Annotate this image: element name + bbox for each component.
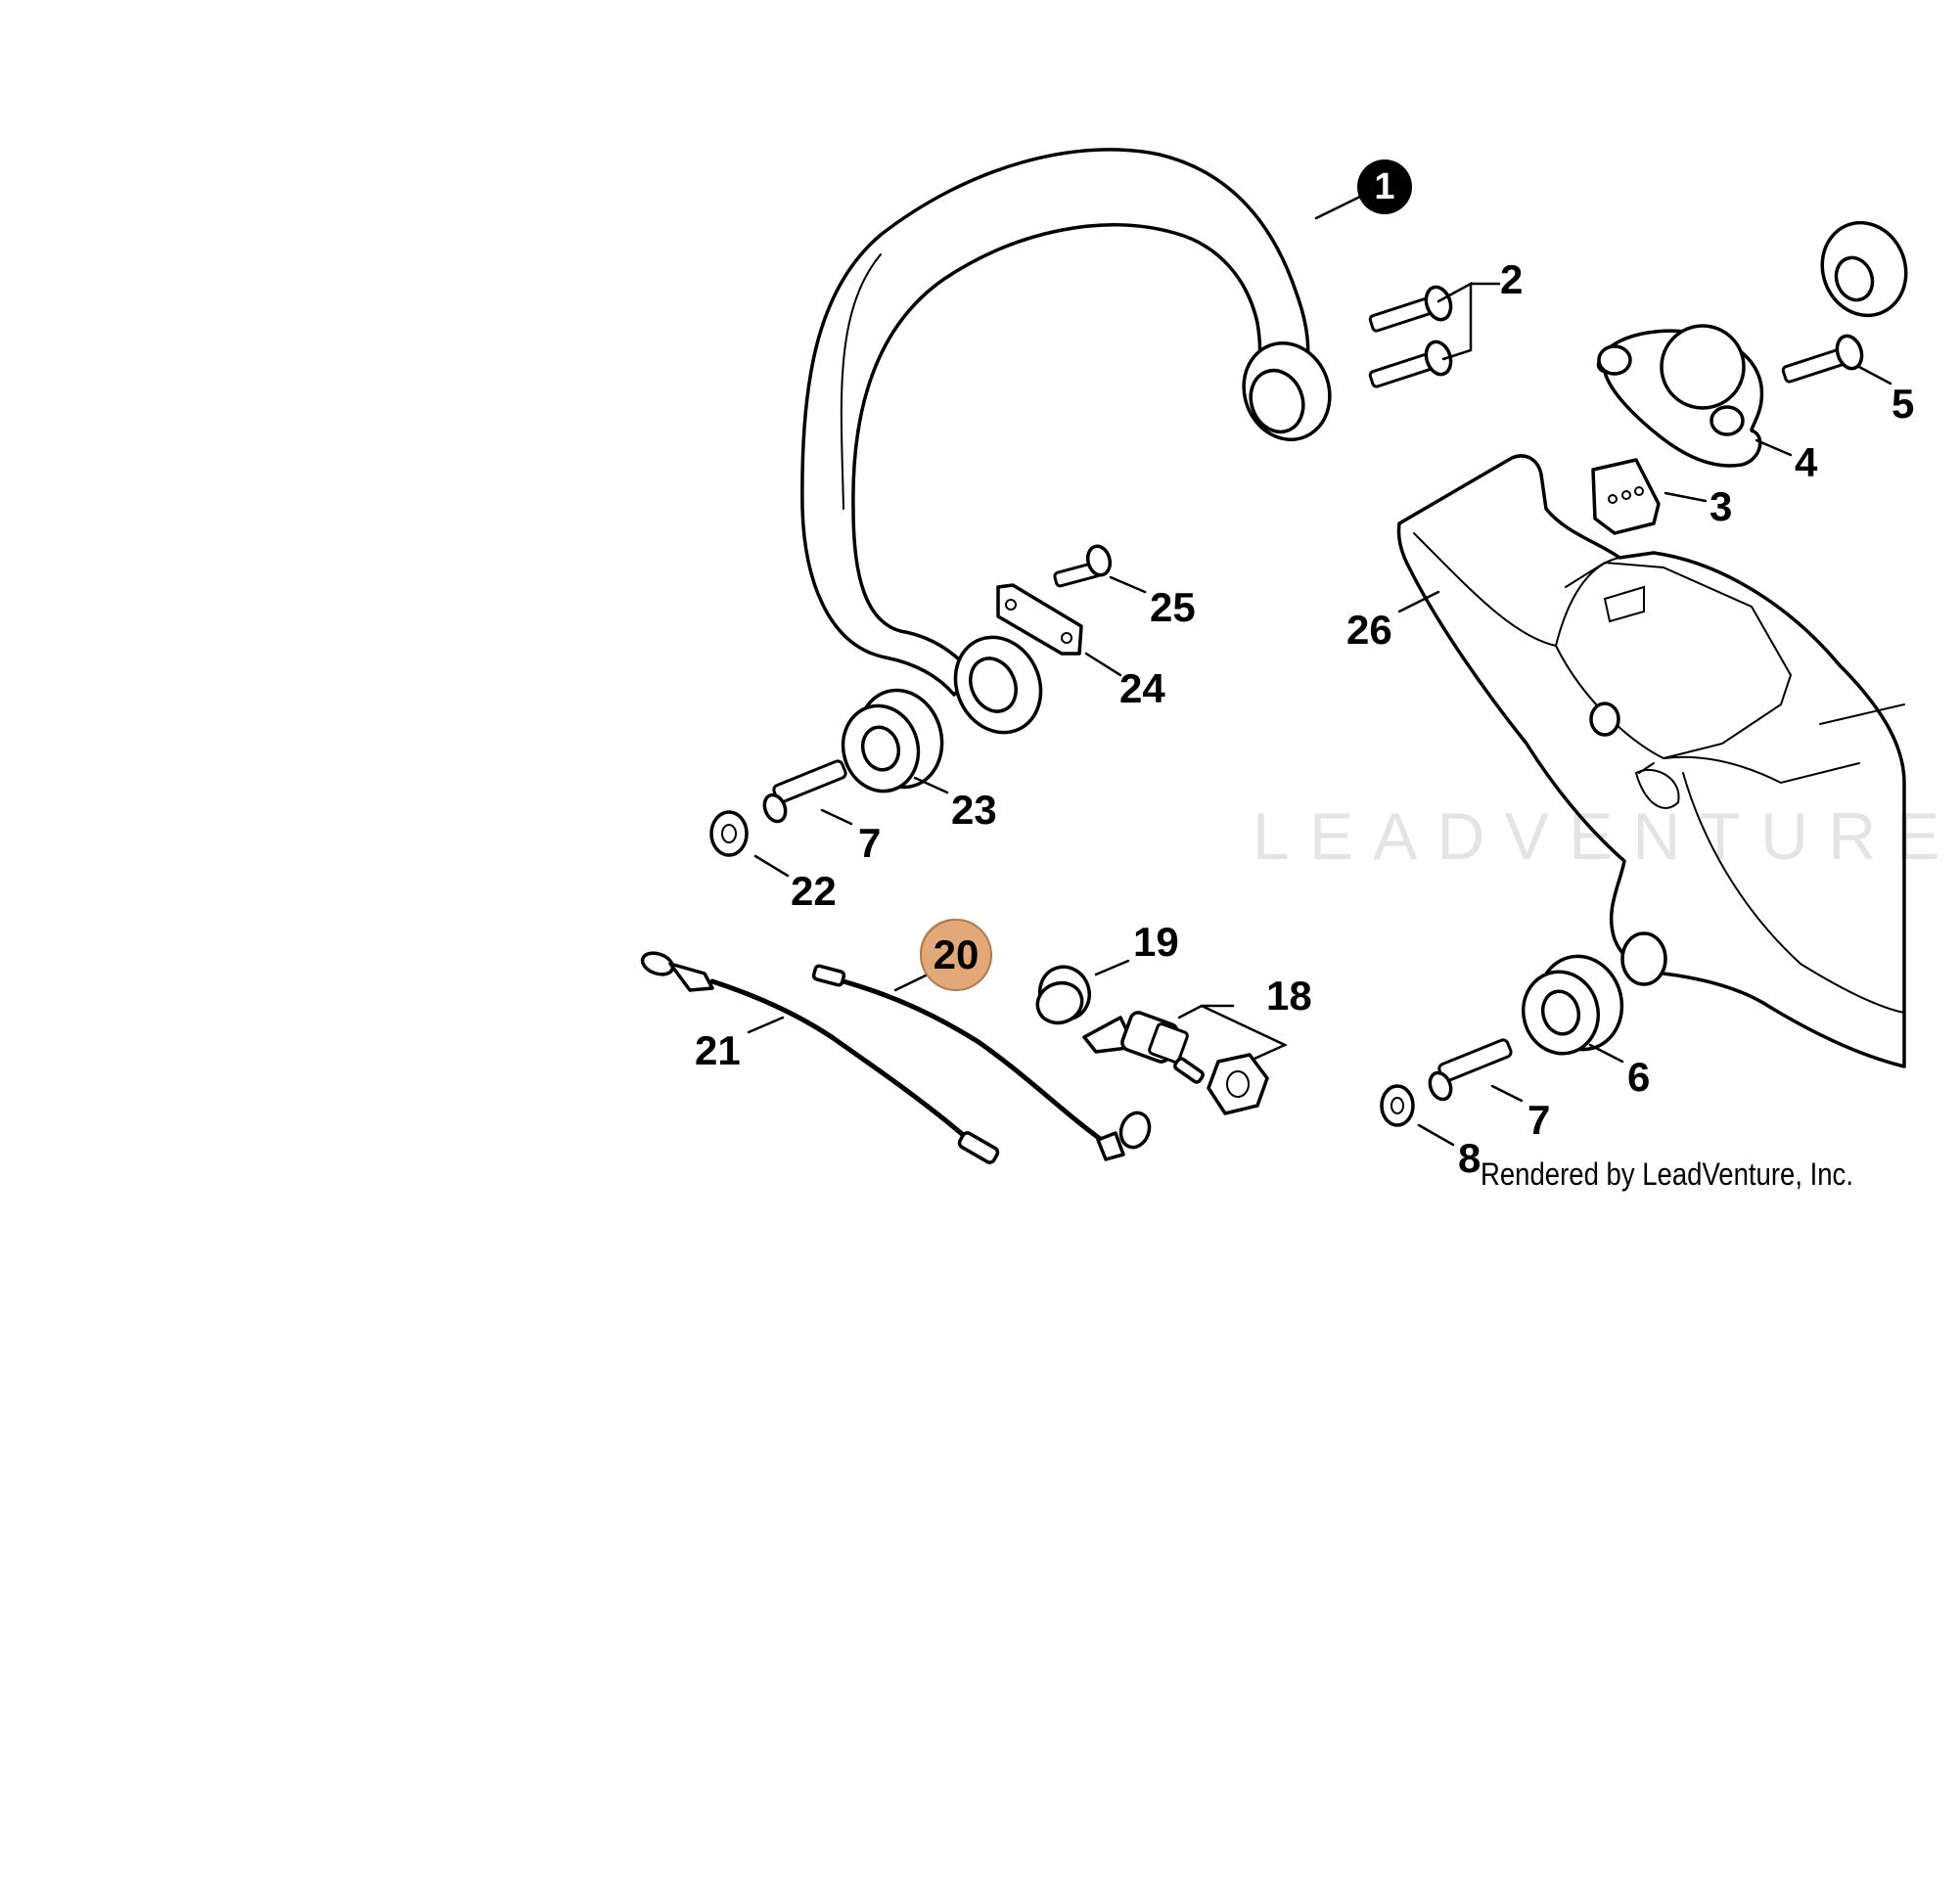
buffer-screw-part[interactable] <box>1781 211 1919 384</box>
leader-24 <box>1084 652 1122 677</box>
spring-clip-part[interactable] <box>1591 458 1661 535</box>
watermark-text: LEADVENTURE <box>1253 799 1960 874</box>
ground-wire-21-part[interactable] <box>640 949 1000 1164</box>
leader-20 <box>893 973 930 992</box>
callout-1-label: 1 <box>1374 166 1395 207</box>
screw-pair-part[interactable] <box>1368 284 1454 388</box>
front-handlebar-part[interactable] <box>800 148 1344 747</box>
mount-bracket-part[interactable] <box>1596 324 1764 468</box>
washer-22-part[interactable] <box>709 810 749 857</box>
screw-7-upper-part[interactable] <box>760 759 847 824</box>
callout-4[interactable]: 4 <box>1795 439 1818 485</box>
callout-20-label: 20 <box>933 931 980 977</box>
leader-22 <box>753 854 790 878</box>
leader-5 <box>1857 365 1892 385</box>
leader-6 <box>1588 1043 1624 1064</box>
washer-8-part[interactable] <box>1380 1084 1415 1127</box>
leader-21 <box>747 1016 785 1034</box>
render-credit: Rendered by LeadVenture, Inc. <box>1481 1156 1853 1192</box>
callout-badge-1[interactable]: 1 <box>1357 159 1412 214</box>
annular-buffer-23-part[interactable] <box>834 681 953 800</box>
callout-7-lower[interactable]: 7 <box>1527 1097 1551 1143</box>
annular-buffer-6-part[interactable] <box>1514 947 1632 1063</box>
leader-25 <box>1109 575 1147 594</box>
parts-diagram: LEADVENTURE 1 20 2 3 4 5 6 7 7 8 18 19 2… <box>640 148 1940 1192</box>
retaining-plate-part[interactable] <box>996 583 1083 656</box>
leader-26 <box>1397 590 1440 613</box>
switch-assembly-18-part[interactable] <box>1082 1011 1269 1115</box>
leader-23 <box>913 776 949 794</box>
leader-3 <box>1664 491 1708 503</box>
callout-5[interactable]: 5 <box>1892 381 1915 427</box>
screw-25-part[interactable] <box>1053 544 1114 588</box>
leader-18 <box>1177 1004 1288 1061</box>
callout-badge-20-highlighted[interactable]: 20 <box>920 919 992 991</box>
callout-24[interactable]: 24 <box>1119 665 1165 711</box>
callout-19[interactable]: 19 <box>1133 919 1179 965</box>
handle-housing-part[interactable] <box>1396 454 1906 1068</box>
callout-2[interactable]: 2 <box>1500 256 1524 302</box>
callout-7-upper[interactable]: 7 <box>858 820 882 866</box>
leader-7b <box>1490 1084 1524 1103</box>
callout-23[interactable]: 23 <box>951 787 997 833</box>
leader-1 <box>1314 194 1364 220</box>
callout-3[interactable]: 3 <box>1709 483 1733 529</box>
leader-8 <box>1417 1123 1455 1147</box>
leader-7a <box>820 808 853 826</box>
callout-25[interactable]: 25 <box>1150 584 1196 630</box>
callout-26[interactable]: 26 <box>1346 607 1392 653</box>
callout-21[interactable]: 21 <box>695 1027 741 1073</box>
short-circuit-wire-20-part[interactable] <box>811 964 1155 1161</box>
callout-6[interactable]: 6 <box>1627 1054 1651 1100</box>
leader-2 <box>1436 281 1501 361</box>
callout-8[interactable]: 8 <box>1458 1135 1481 1181</box>
leader-4 <box>1755 438 1793 457</box>
callout-18[interactable]: 18 <box>1266 973 1312 1019</box>
leader-19 <box>1094 959 1130 976</box>
callout-22[interactable]: 22 <box>791 868 837 914</box>
screw-7-lower-part[interactable] <box>1426 1038 1513 1102</box>
sleeve-19-part[interactable] <box>1032 960 1097 1029</box>
